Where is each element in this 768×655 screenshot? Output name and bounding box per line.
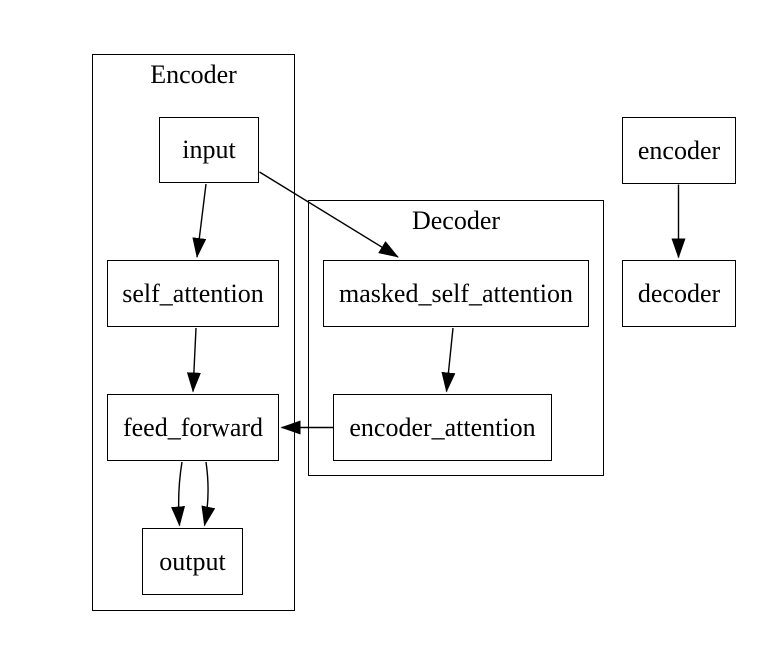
node-self-attention-label: self_attention [122,278,264,308]
node-input: input [159,117,259,183]
cluster-encoder: Encoder [92,54,295,611]
node-self-attention: self_attention [107,260,279,327]
node-feed-forward: feed_forward [107,394,279,461]
node-feed-forward-label: feed_forward [122,412,264,442]
node-encoder: encoder [622,117,736,184]
cluster-encoder-label: Encoder [150,60,237,89]
cluster-decoder: Decoder [308,200,604,476]
node-input-label: input [182,135,236,164]
node-encoder-attention: encoder_attention [333,394,552,461]
node-encoder-attention-label: encoder_attention [349,412,536,442]
node-encoder-label: encoder [637,135,721,165]
node-masked-self-attention-label: masked_self_attention [339,278,573,308]
node-output-label: output [159,546,226,576]
node-decoder: decoder [622,260,736,327]
node-output: output [142,528,243,595]
cluster-decoder-label: Decoder [411,206,501,235]
node-masked-self-attention: masked_self_attention [323,260,589,327]
node-decoder-label: decoder [637,278,721,308]
